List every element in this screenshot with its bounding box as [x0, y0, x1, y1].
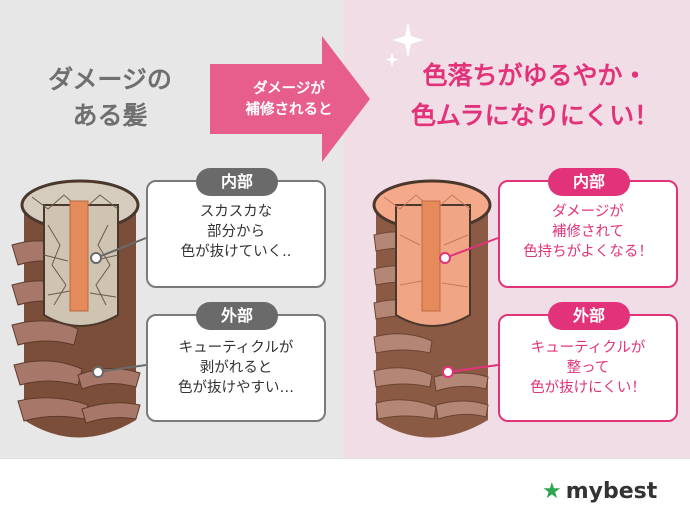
repaired-inner-text: ダメージが 補修されて 色持ちがよくなる！	[523, 204, 653, 260]
damaged-inner-text: スカスカな 部分から 色が抜けていく..	[180, 204, 292, 260]
repaired-hair-title: 色落ちがゆるやか・ 色ムラになりにくい！	[410, 61, 660, 130]
arrow-right-icon	[210, 36, 370, 162]
hair-cross-section-repaired	[372, 179, 492, 438]
repaired-outer-tag: 外部	[548, 302, 630, 330]
brand-name: mybest	[565, 478, 658, 504]
damaged-outer-tag: 外部	[196, 302, 278, 330]
footer	[0, 458, 690, 523]
hair-cross-section-damaged	[11, 179, 141, 438]
arrow-caption: ダメージが 補修されると	[245, 81, 333, 118]
sparkle-icon	[386, 22, 424, 67]
damaged-outer-text: キューティクルが 剥がれると 色が抜けやすい…	[178, 340, 294, 396]
repaired-inner-tag: 内部	[548, 168, 630, 196]
damaged-hair-title: ダメージの ある髪	[48, 65, 172, 130]
repaired-outer-text: キューティクルが 整って 色が抜けにくい！	[530, 340, 646, 396]
damaged-inner-tag: 内部	[196, 168, 278, 196]
star-icon: ★	[542, 478, 562, 504]
repaired-outer-callout	[498, 314, 678, 422]
brand-logo[interactable]: ★ mybest	[542, 476, 657, 506]
